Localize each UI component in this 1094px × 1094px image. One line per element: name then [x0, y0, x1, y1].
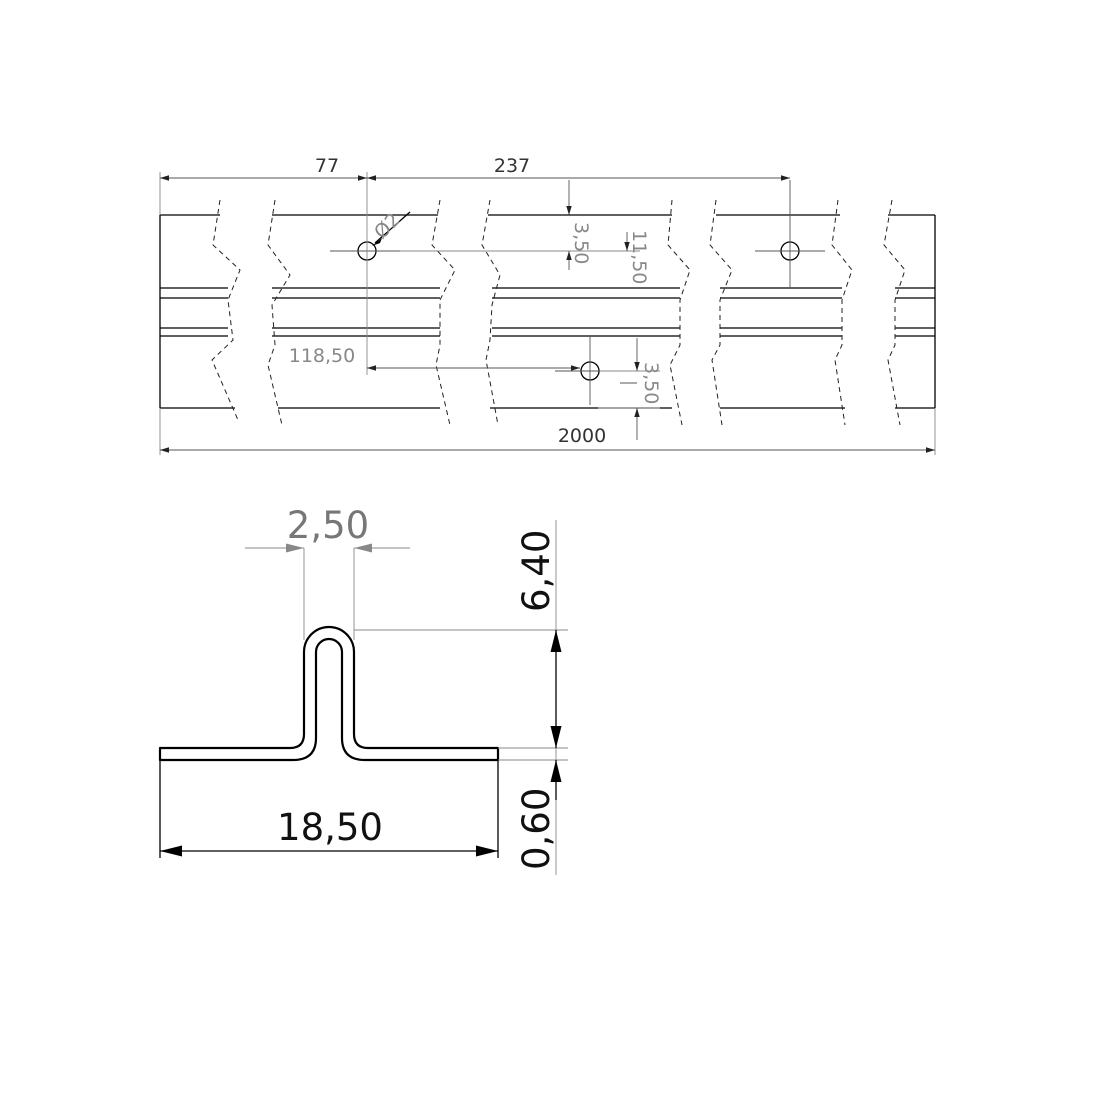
hole-1: [330, 241, 405, 261]
section-view: 2,50 6,40 0,60 18,50: [158, 504, 568, 875]
dimension-77: 77: [315, 155, 339, 177]
diameter-leader: [374, 211, 411, 244]
diameter-arrow: [372, 238, 382, 246]
rail-outline: [159, 214, 936, 409]
hole-3: [555, 336, 625, 405]
dimension-6-40: 6,40: [515, 530, 558, 612]
dimension-0-60: 0,60: [515, 788, 558, 870]
dimension-3-50-bottom: 3,50: [640, 362, 662, 404]
dimension-diameter: Ø2: [370, 209, 405, 244]
dimension-18-50: 18,50: [277, 806, 383, 849]
dimension-2-50: 2,50: [287, 504, 369, 547]
dimension-2000: 2000: [558, 425, 606, 447]
dimension-237: 237: [494, 155, 530, 177]
dimension-118-50: 118,50: [289, 345, 355, 367]
hole-2: [755, 180, 825, 288]
dimension-11-50: 11,50: [628, 230, 650, 284]
break-lines: [211, 199, 906, 426]
rail-profile: [158, 625, 500, 762]
dimension-3-50-top: 3,50: [570, 222, 592, 264]
top-view: 77 237 3,50 11,50 Ø2 118,50 3,50 2000: [159, 155, 936, 455]
